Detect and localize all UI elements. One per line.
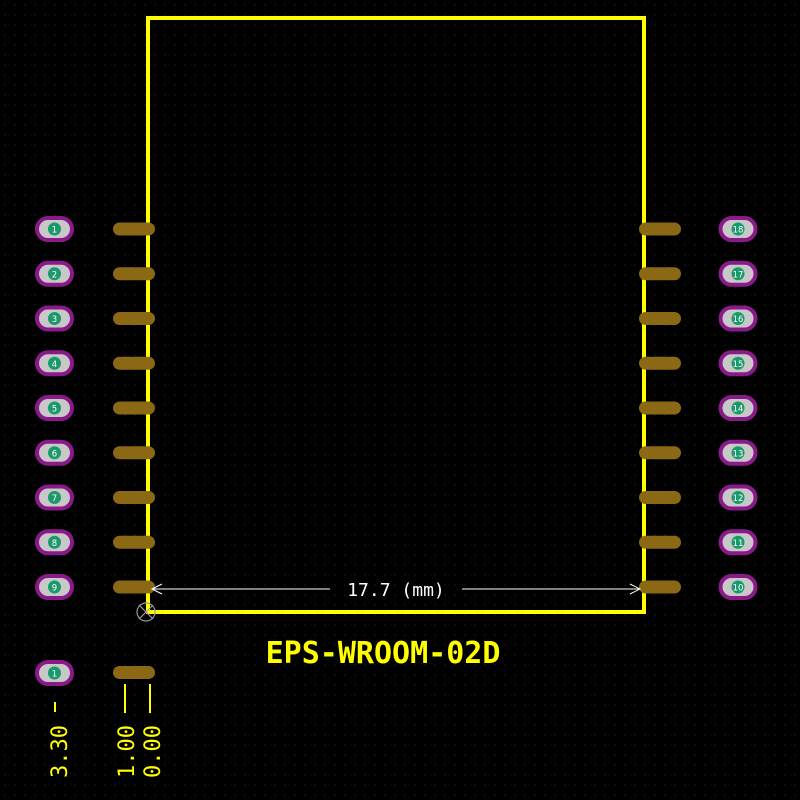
th-pad-hole: [48, 356, 61, 370]
smd-pads-right: [639, 222, 681, 594]
th-pad-hole: [48, 580, 61, 594]
th-pad-number: 8: [52, 539, 57, 549]
through-hole-pads-left: 1 2 3 4 5 6 7 8 9: [35, 216, 74, 600]
th-pad-right-7: 12: [718, 484, 758, 511]
measurement-label-3-30: 3.30: [48, 725, 73, 778]
measurement-label-0-00: 0.00: [141, 725, 166, 778]
origin-marker-icon: [136, 602, 156, 622]
dimension-label: 17.7 (mm): [347, 580, 445, 601]
th-pad-hole: [731, 446, 745, 460]
th-pad-hole: [48, 267, 61, 281]
legend-smd-pad: [113, 666, 155, 679]
dimension-marker: 17.7 (mm): [150, 580, 642, 601]
th-pad-number: 4: [52, 360, 57, 370]
smd-pad-left-9: [113, 580, 155, 594]
smd-pad-left-7: [113, 491, 155, 504]
smd-pad-left-8: [113, 535, 155, 549]
smd-pad-left-5: [113, 401, 155, 415]
smd-pad-left-1: [113, 222, 155, 236]
th-pad-left-6: 6: [35, 439, 74, 466]
th-pad-number: 1: [52, 226, 57, 236]
th-pad-number: 6: [52, 449, 57, 459]
th-pad-right-1: 18: [718, 216, 758, 242]
th-pad-number: 15: [733, 360, 744, 370]
th-pad-number: 3: [52, 315, 57, 325]
measurement-label-1-00: 1.00: [115, 725, 140, 778]
th-pad-hole: [731, 401, 745, 415]
smd-pad-left-4: [113, 356, 155, 370]
th-pad-hole: [731, 356, 745, 370]
smd-pads-left: [113, 222, 155, 594]
legend-pad-label: 1: [52, 670, 58, 680]
smd-pad-right-8: [639, 535, 681, 549]
dimension-arrow-right-icon: [629, 583, 642, 595]
smd-pad-right-7: [639, 491, 681, 504]
th-pad-hole: [48, 312, 61, 325]
th-pad-right-9: 10: [718, 574, 758, 600]
th-pad-left-3: 3: [35, 305, 74, 332]
th-pad-number: 14: [733, 405, 744, 415]
th-pad-left-4: 4: [35, 350, 74, 377]
dimension-arrow-left-icon: [150, 583, 163, 595]
th-pad-left-9: 9: [35, 574, 74, 600]
th-pad-left-2: 2: [35, 260, 74, 287]
th-pad-left-5: 5: [35, 395, 74, 421]
th-pad-number: 10: [733, 584, 744, 594]
th-pad-hole: [731, 535, 745, 549]
th-pad-right-2: 17: [718, 260, 758, 287]
th-pad-number: 7: [52, 494, 57, 504]
smd-pad-right-3: [639, 312, 681, 325]
smd-pad-right-4: [639, 356, 681, 370]
through-hole-pads-right: 18 17 16 15 14 13 12 11 10: [718, 216, 758, 600]
th-pad-hole: [731, 491, 745, 504]
th-pad-hole: [48, 491, 61, 504]
component-name: EPS-WROOM-02D: [266, 636, 501, 671]
smd-pad-left-2: [113, 267, 155, 281]
th-pad-hole: [48, 222, 61, 236]
th-pad-right-6: 13: [718, 439, 758, 466]
th-pad-number: 18: [733, 226, 744, 236]
th-pad-right-3: 16: [718, 305, 758, 332]
th-pad-hole: [48, 401, 61, 415]
th-pad-right-4: 15: [718, 350, 758, 377]
th-pad-number: 9: [52, 584, 57, 594]
th-pad-hole: [731, 222, 745, 236]
th-pad-right-8: 11: [718, 529, 758, 556]
th-pad-left-7: 7: [35, 484, 74, 511]
th-pad-hole: [731, 580, 745, 594]
smd-pad-right-9: [639, 580, 681, 594]
th-pad-right-5: 14: [718, 395, 758, 421]
smd-pad-right-2: [639, 267, 681, 281]
th-pad-hole: [48, 446, 61, 460]
smd-pad-left-6: [113, 446, 155, 460]
th-pad-number: 2: [52, 270, 57, 280]
th-pad-number: 11: [733, 539, 744, 549]
th-pad-left-8: 8: [35, 529, 74, 556]
th-pad-hole: [731, 267, 745, 281]
th-pad-left-1: 1: [35, 216, 74, 242]
th-pad-number: 5: [52, 405, 57, 415]
th-pad-number: 17: [733, 270, 744, 280]
th-pad-number: 12: [733, 494, 744, 504]
th-pad-hole: [731, 312, 745, 325]
smd-pad-left-3: [113, 312, 155, 325]
smd-pad-right-6: [639, 446, 681, 460]
th-pad-number: 16: [733, 315, 744, 325]
th-pad-hole: [48, 535, 61, 549]
smd-pad-right-1: [639, 222, 681, 236]
th-pad-number: 13: [733, 449, 744, 459]
smd-pad-right-5: [639, 401, 681, 415]
legend-th-pad: 1: [35, 660, 74, 686]
